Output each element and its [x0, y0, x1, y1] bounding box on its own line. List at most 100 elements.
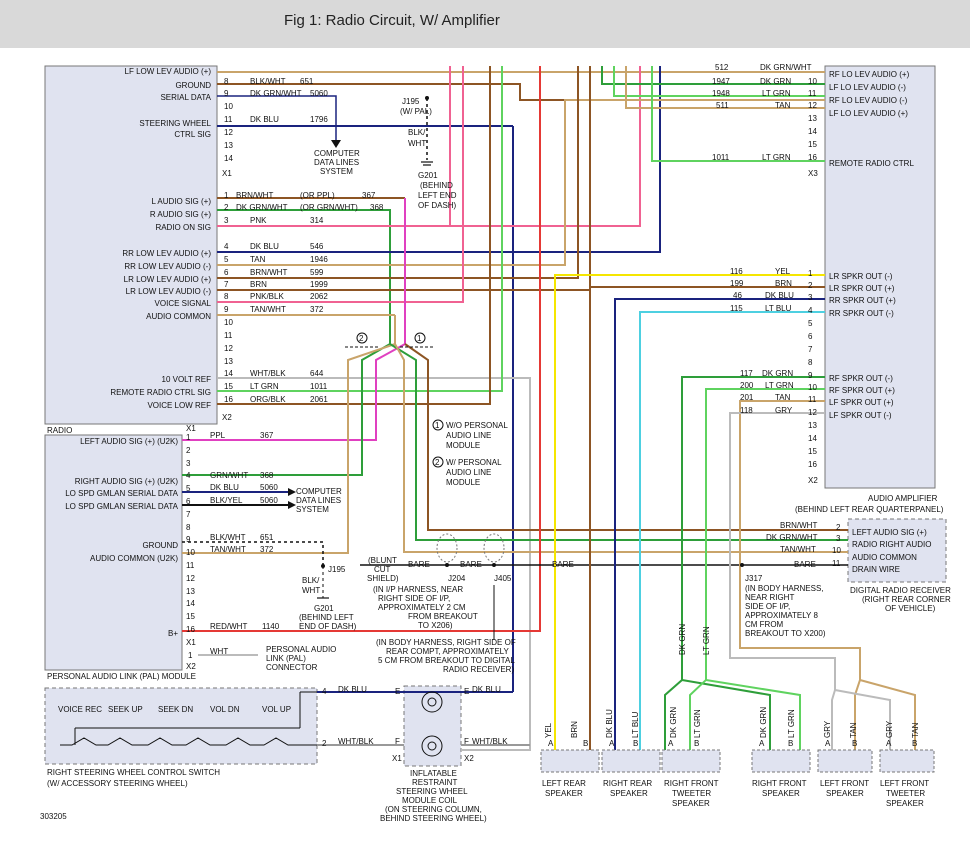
- j405-note-1: (IN BODY HARNESS, RIGHT SIDE OF: [376, 638, 516, 647]
- wire-ltgrn-200: [689, 388, 825, 750]
- pal-x2-conn: X2: [186, 662, 196, 671]
- radio-x2-circ-0: 367: [362, 191, 376, 200]
- g201-upper-note-3: OF DASH): [418, 201, 457, 210]
- svg-text:LT GRN: LT GRN: [693, 709, 702, 738]
- svg-text:2: 2: [435, 458, 440, 467]
- switch-pin-4: 4: [322, 687, 327, 696]
- svg-text:B: B: [912, 739, 917, 748]
- amp-x2-circ-10: 201: [740, 393, 754, 402]
- speaker-wire-mid-labels: DK GRN LT GRN: [678, 624, 711, 655]
- amp-x3-label-7: REMOTE RADIO CTRL: [829, 159, 914, 168]
- radio-x1-label-4: STEERING WHEEL: [139, 119, 211, 128]
- pal-pin-9: 10: [186, 548, 195, 557]
- legend-marker-2-text: 2: [359, 334, 364, 343]
- drr-name-3: OF VEHICLE): [885, 604, 936, 613]
- coil-f-color: WHT/BLK: [472, 737, 508, 746]
- arrow-right-1: [288, 488, 296, 496]
- wire-gry-118: [729, 412, 836, 750]
- pal-pin-13: 14: [186, 599, 195, 608]
- coil-bot-inner: [427, 741, 437, 751]
- amp-x2-color-8: DK GRN: [762, 369, 793, 378]
- radio-x1-color-4: DK BLU: [250, 115, 279, 124]
- svg-text:LEFT FRONT: LEFT FRONT: [880, 779, 929, 788]
- wire-ltgrn-1011: [217, 66, 503, 392]
- bare-2: BARE: [460, 560, 482, 569]
- digital-radio-receiver-box: [847, 518, 947, 583]
- pal-circ-4: 5060: [260, 483, 278, 492]
- svg-text:TAN: TAN: [849, 722, 858, 738]
- radio-x2-pin-4: 4: [224, 242, 229, 251]
- radio-x2-circ-8: 2062: [310, 292, 328, 301]
- shield-oval-1: [436, 533, 458, 563]
- coil-e-left: E: [395, 687, 400, 696]
- j405-note-2: REAR COMPT, APPROXIMATELY: [386, 647, 510, 656]
- blunt-1: (BLUNT: [368, 556, 397, 565]
- radio-x2-label-4: RR LOW LEV AUDIO (+): [122, 249, 211, 258]
- switch-name-1: RIGHT STEERING WHEEL CONTROL SWITCH: [47, 768, 220, 777]
- pal-label-8: GROUND: [142, 541, 178, 550]
- svg-text:B: B: [852, 739, 857, 748]
- radio-x1-label-2: SERIAL DATA: [160, 93, 211, 102]
- svg-text:A: A: [825, 739, 831, 748]
- wire-dkgrnwht-drr: [389, 343, 848, 541]
- amp-x3-label-2: LF LO LEV AUDIO (-): [829, 83, 906, 92]
- radio-x2-circ-4: 546: [310, 242, 324, 251]
- radio-x2-label-6: LR LOW LEV AUDIO (+): [124, 275, 212, 284]
- wire-dkgrnwht-368: [217, 209, 391, 344]
- amp-x3-pin-7: 16: [808, 153, 817, 162]
- amp-name-1: AUDIO AMPLIFIER: [868, 494, 938, 503]
- pal-pin-2: 3: [186, 459, 191, 468]
- amp-x3-pin-1: 10: [808, 77, 817, 86]
- svg-text:A: A: [548, 739, 554, 748]
- switch-ladder: [60, 737, 317, 746]
- radio-x1-color-2: DK GRN/WHT: [250, 89, 302, 98]
- drr-pin-3: 11: [832, 559, 841, 568]
- svg-text:RIGHT REAR: RIGHT REAR: [603, 779, 652, 788]
- amp-x3-label-1: RF LO LEV AUDIO (+): [829, 70, 910, 79]
- j204-note-5: TO X206): [418, 621, 453, 630]
- pal-label-4: LO SPD GMLAN SERIAL DATA: [65, 489, 178, 498]
- radio-x2-circ-2: 314: [310, 216, 324, 225]
- g201-upper-note-2: LEFT END: [418, 191, 457, 200]
- amp-x3-pin-6: 15: [808, 140, 817, 149]
- switch-pin-4-color: DK BLU: [338, 685, 367, 694]
- amp-x2-pin-6: 7: [808, 345, 813, 354]
- amp-x3-circ-2: 1948: [712, 89, 730, 98]
- radio-x1-pin-2: 9: [224, 89, 229, 98]
- radio-x2-color-0: BRN/WHT: [236, 191, 273, 200]
- amp-x2-pin-0: 1: [808, 269, 813, 278]
- svg-text:TWEETER: TWEETER: [886, 789, 925, 798]
- j204-note-3: APPROXIMATELY 2 CM: [378, 603, 466, 612]
- pal-module-box: [44, 434, 183, 671]
- wire-brnwht-599: [217, 66, 579, 279]
- pal-labels: PERSONAL AUDIO LINK (PAL) MODULE X1 X1 X…: [47, 424, 336, 681]
- shield-oval-2: [483, 533, 505, 563]
- wire-pal-blkwht: [182, 541, 324, 566]
- wire-dkgrn-117b: [681, 679, 771, 750]
- drr-labels: 2 3 10 11 BRN/WHT DK GRN/WHT TAN/WHT LEF…: [766, 521, 951, 613]
- pal-pin-4: 5: [186, 484, 191, 493]
- wire-brn-199: [589, 286, 825, 750]
- radio-x2-pin-2: 3: [224, 216, 229, 225]
- pal-circ-8: 651: [260, 533, 274, 542]
- j317-note-6: BREAKOUT TO X200): [745, 629, 826, 638]
- coil-x1: X1: [392, 754, 402, 763]
- amp-x2-label-1: LR SPKR OUT (+): [829, 284, 895, 293]
- pal-x2-color: WHT: [210, 647, 228, 656]
- drr-label-0: LEFT AUDIO SIG (+): [852, 528, 927, 537]
- amp-x2-pin-7: 8: [808, 358, 813, 367]
- pal-pin-12: 13: [186, 587, 195, 596]
- pal-conn-label-3: CONNECTOR: [266, 663, 318, 672]
- radio-x2-pin-1: 2: [224, 203, 229, 212]
- wire-org-2061: [217, 66, 491, 405]
- pal-pin-8: 9: [186, 535, 191, 544]
- svg-text:SPEAKER: SPEAKER: [610, 789, 648, 798]
- radio-x2-conn: X2: [222, 413, 232, 422]
- pal-label-5: LO SPD GMLAN SERIAL DATA: [65, 502, 178, 511]
- radio-x2-note-0: (OR PPL): [300, 191, 335, 200]
- g201-upper-note-1: (BEHIND: [420, 181, 453, 190]
- pal-color-9: TAN/WHT: [210, 545, 246, 554]
